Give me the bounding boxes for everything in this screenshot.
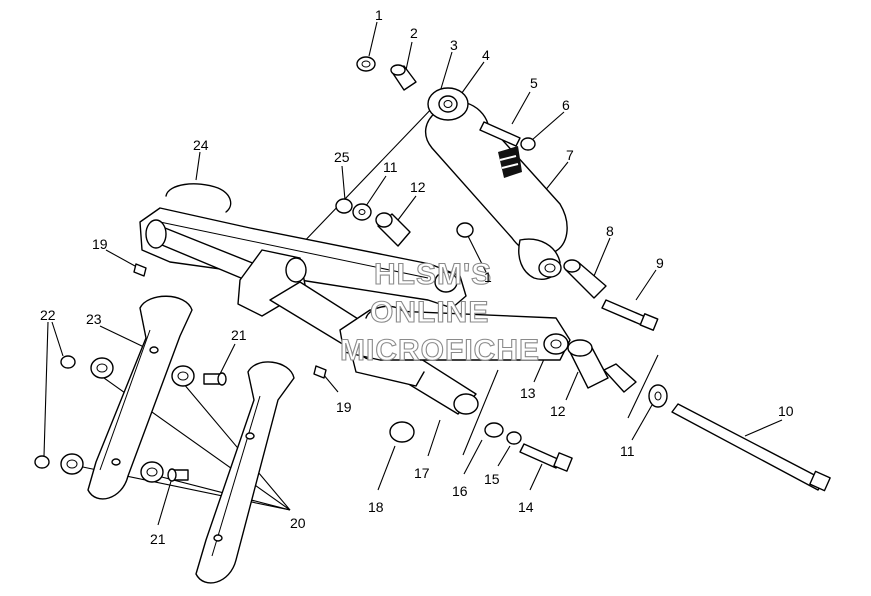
callout-25: 25 <box>334 149 350 165</box>
callout-5: 5 <box>530 75 538 91</box>
callout-labels: 1 2 3 4 5 6 7 24 25 11 12 1 8 9 19 22 23… <box>40 7 794 547</box>
callout-21-bottom: 21 <box>150 531 166 547</box>
callout-15: 15 <box>484 471 500 487</box>
watermark-line-1: HLSM'S <box>374 258 492 291</box>
callout-12-top: 12 <box>410 179 426 195</box>
callout-17: 17 <box>414 465 430 481</box>
callout-23: 23 <box>86 311 102 327</box>
callout-6: 6 <box>562 97 570 113</box>
leader-lines <box>43 21 783 526</box>
callout-18: 18 <box>368 499 384 515</box>
callout-1: 1 <box>375 7 383 23</box>
shock-absorber <box>425 87 568 280</box>
lower-shock-hardware <box>563 259 659 331</box>
callout-10: 10 <box>778 403 794 419</box>
callout-7: 7 <box>566 147 574 163</box>
callout-22: 22 <box>40 307 56 323</box>
callout-2: 2 <box>410 25 418 41</box>
callout-3: 3 <box>450 37 458 53</box>
callout-16: 16 <box>452 483 468 499</box>
top-hardware <box>356 56 536 151</box>
swing-arm <box>139 183 571 415</box>
callout-13: 13 <box>520 385 536 401</box>
callout-8: 8 <box>606 223 614 239</box>
callout-20: 20 <box>290 515 306 531</box>
right-hardware <box>389 339 831 492</box>
callout-4: 4 <box>482 47 490 63</box>
callout-14: 14 <box>518 499 534 515</box>
callout-19-left: 19 <box>92 236 108 252</box>
linkage-parts <box>34 295 295 584</box>
watermark: HLSM'S ONLINE MICROFICHE <box>339 257 540 367</box>
callout-24: 24 <box>193 137 209 153</box>
watermark-line-3: MICROFICHE <box>340 334 540 367</box>
watermark-line-2: ONLINE <box>370 296 489 329</box>
callout-21-top: 21 <box>231 327 247 343</box>
callout-9: 9 <box>656 255 664 271</box>
middle-hardware <box>133 198 474 379</box>
callout-11-top: 11 <box>383 159 398 175</box>
callout-19-right: 19 <box>336 399 352 415</box>
callout-11-bottom: 11 <box>620 443 635 459</box>
callout-12-bottom: 12 <box>550 403 566 419</box>
callout-1-middle: 1 <box>484 269 492 285</box>
